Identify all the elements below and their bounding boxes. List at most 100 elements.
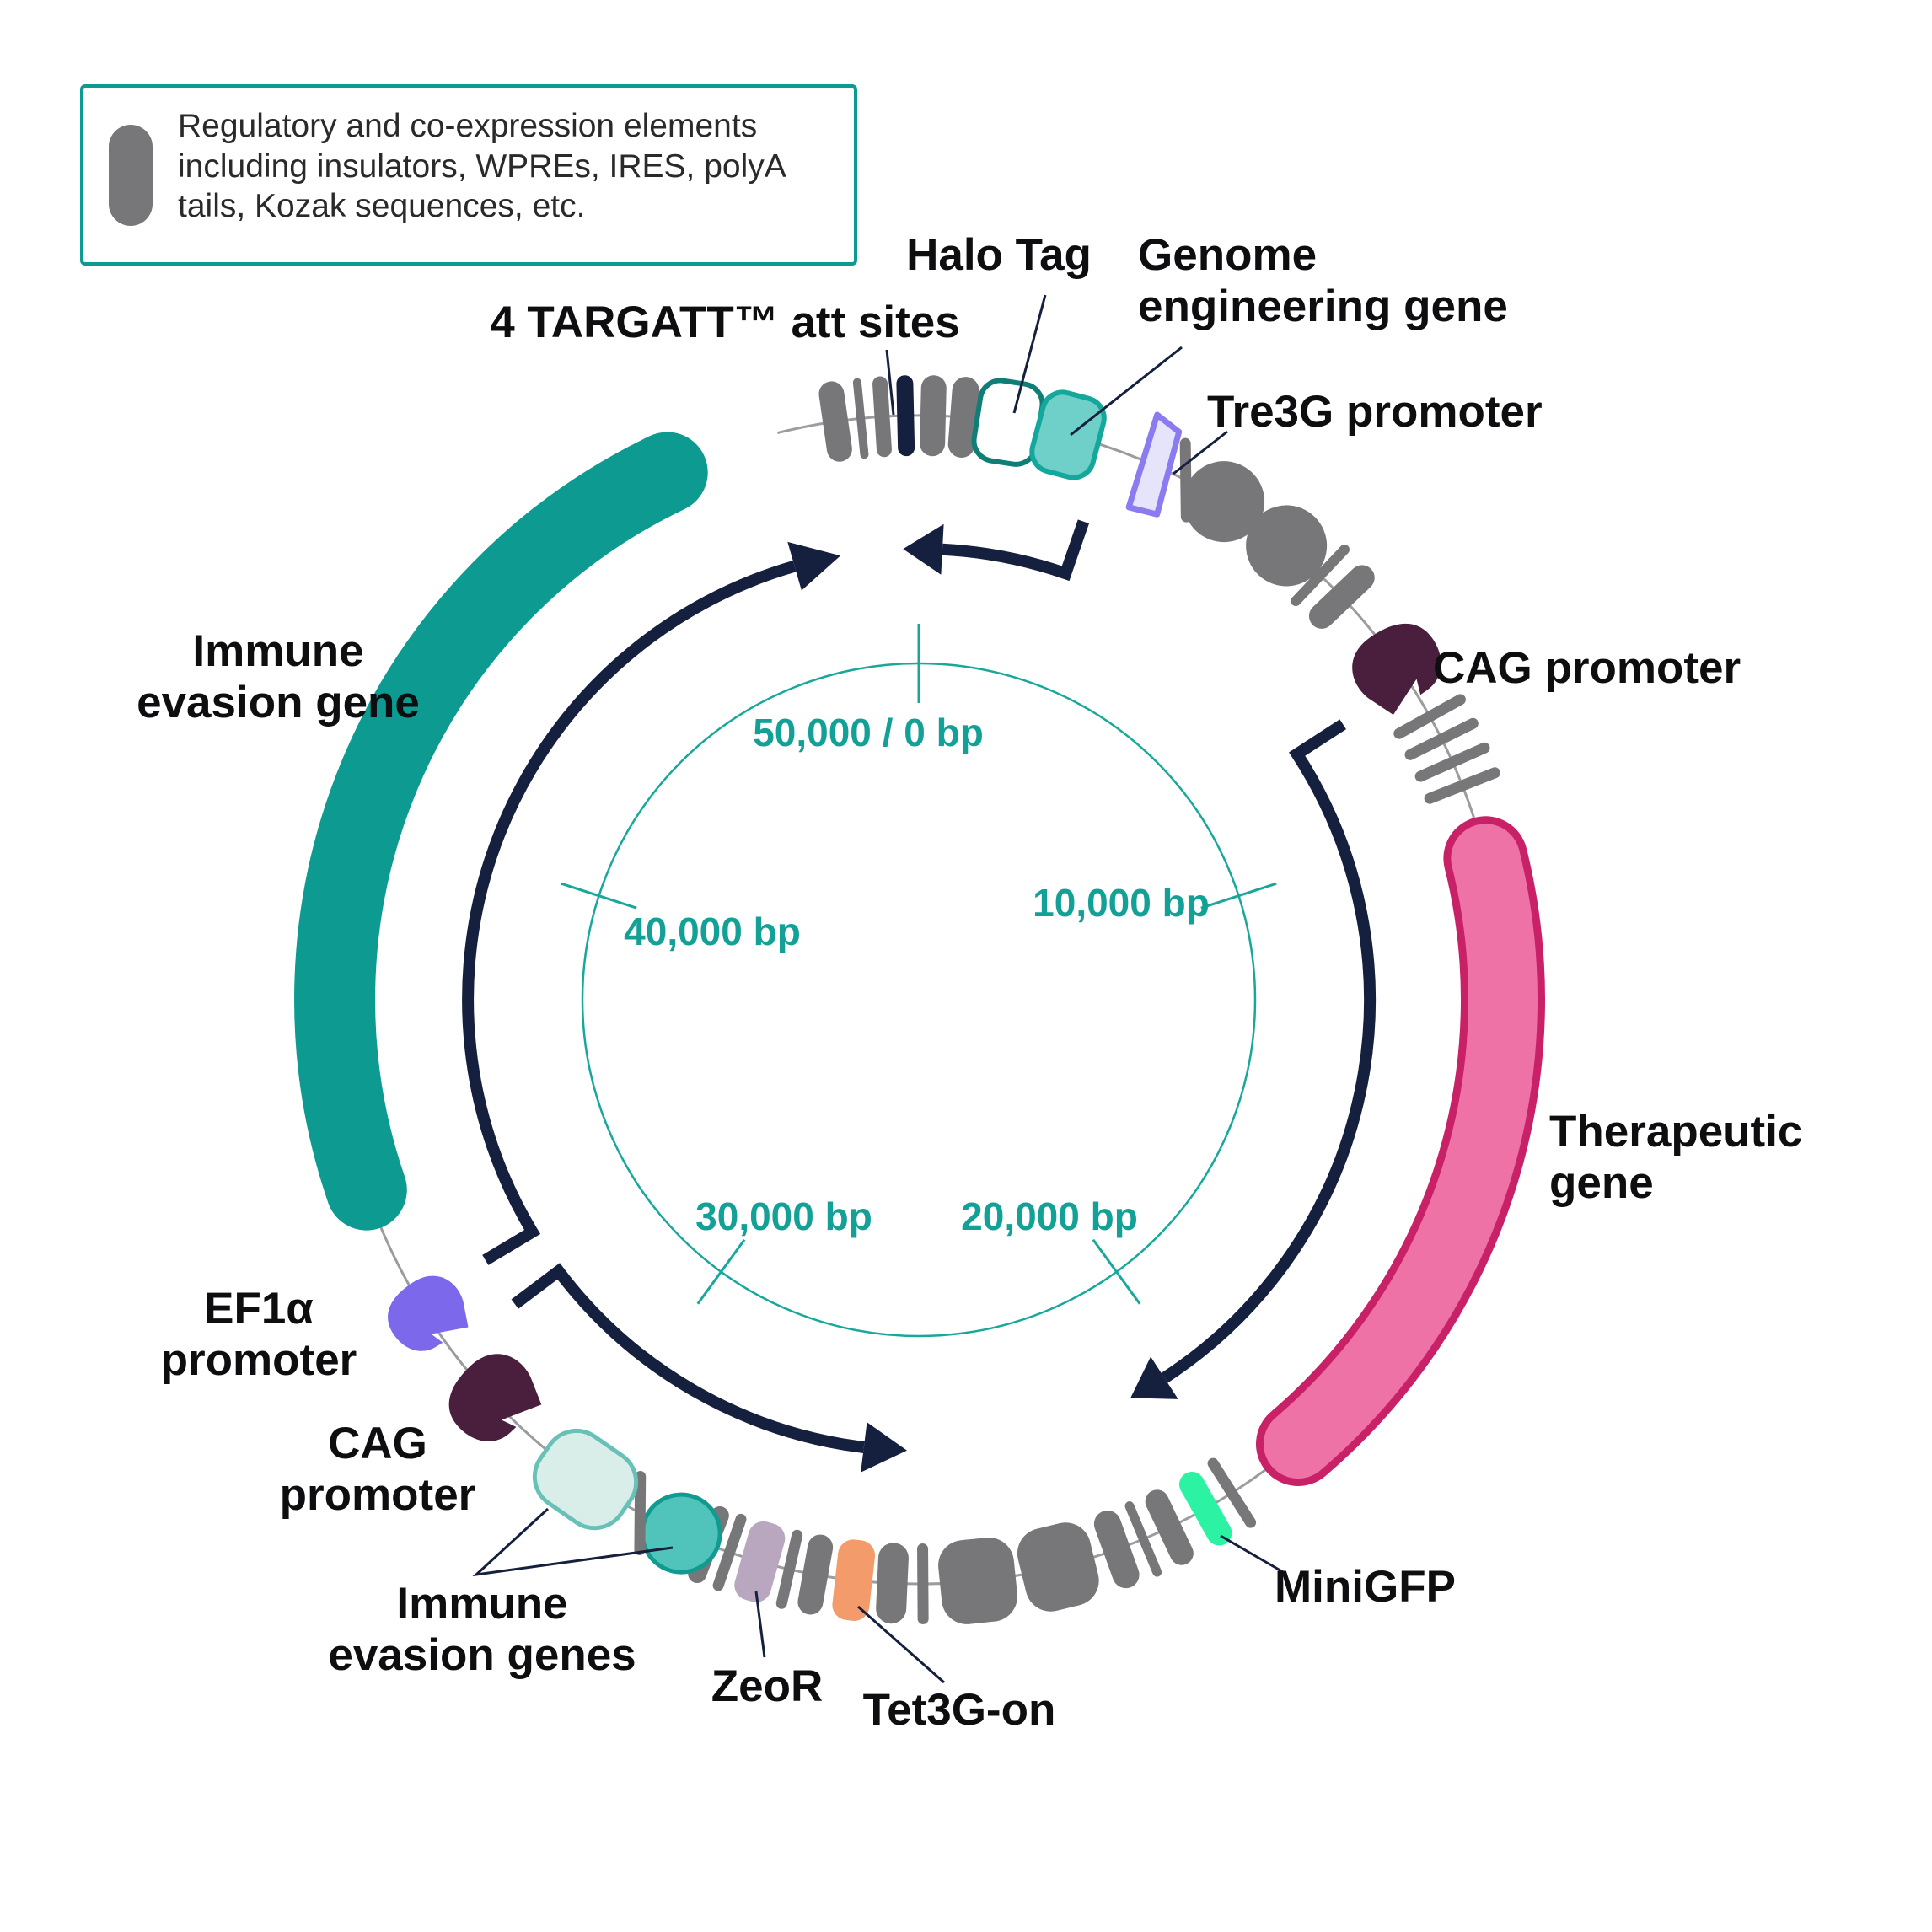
leader-tre3g <box>1173 430 1228 475</box>
separator-slash-shape <box>634 1471 647 1556</box>
zeor-element <box>734 1521 786 1602</box>
regulatory-element <box>917 1543 929 1624</box>
leader-immune-genes <box>472 1507 674 1577</box>
bp-scale-tick <box>1092 1238 1141 1305</box>
regulatory-element-shape <box>947 377 979 458</box>
transcription-arrow-tre3g <box>942 519 1090 582</box>
regulatory-element-shape <box>1017 1522 1099 1612</box>
immune-evasion-gene-element-shape <box>640 1492 722 1575</box>
regulatory-element <box>1308 565 1375 629</box>
tick-50000-label: 50,000 / 0 bp <box>753 711 984 754</box>
regulatory-element <box>1393 694 1466 739</box>
transcription-arrow-bottom <box>511 1263 865 1453</box>
cag-promoter-l-label: CAG promoter <box>279 1419 476 1521</box>
zeor-label: ZeoR <box>711 1661 824 1711</box>
regulatory-element <box>920 375 947 457</box>
halo-tag-label: Halo Tag <box>906 230 1092 280</box>
regulatory-element-shape <box>1093 1510 1140 1589</box>
bp-scale-tick <box>561 882 637 910</box>
regulatory-element <box>1424 767 1500 804</box>
therapeutic-gene-arc <box>1264 824 1538 1479</box>
transcription-arrow-right <box>1161 719 1377 1383</box>
regulatory-element <box>1207 1457 1257 1528</box>
regulatory-element <box>876 1543 909 1624</box>
att-site-element-shape <box>896 375 915 457</box>
regulatory-element-shape <box>1183 461 1265 543</box>
genome-gene-label: Genome engineering gene <box>1138 230 1508 332</box>
genome-engineering-gene-element <box>1029 389 1107 480</box>
tre3g-promoter-element <box>1125 411 1183 518</box>
leader-genome-gene <box>1070 346 1183 437</box>
regulatory-element-shape <box>1414 742 1490 782</box>
regulatory-element <box>947 377 979 458</box>
separator-slash <box>634 1471 647 1556</box>
regulatory-element-shape <box>876 1543 909 1624</box>
regulatory-element <box>1246 505 1328 587</box>
immune-gene-label: Immune evasion gene <box>137 626 420 728</box>
regulatory-element-shape <box>1145 1489 1194 1565</box>
regulatory-element-shape <box>1291 544 1350 606</box>
tick-20000-label: 20,000 bp <box>961 1194 1138 1238</box>
regulatory-element <box>1145 1489 1194 1565</box>
zeor-element-shape <box>734 1521 786 1602</box>
genome-engineering-gene-element-shape <box>1029 389 1107 480</box>
regulatory-element <box>938 1538 1017 1624</box>
tre3g-promoter-element-shape <box>1125 411 1183 518</box>
cag-promoter-element-shape <box>448 1354 542 1441</box>
ef1a-promoter-element <box>388 1275 469 1351</box>
transcription-arrow-left <box>462 560 797 1265</box>
regulatory-element-pill-icon <box>109 125 153 226</box>
cag-promoter-element-shape <box>1352 623 1441 715</box>
cag-promoter-element <box>448 1354 542 1441</box>
minigfp-label: MiniGFP <box>1275 1562 1456 1612</box>
leader-halo-tag <box>1012 294 1047 414</box>
regulatory-element <box>1404 717 1479 760</box>
regulatory-element-shape <box>1207 1457 1257 1528</box>
leader-att-sites <box>885 349 895 416</box>
regulatory-element-shape <box>1393 694 1466 739</box>
regulatory-element <box>1183 461 1265 543</box>
minigfp-element-shape <box>1178 1472 1232 1546</box>
therapeutic-gene-label: Therapeutic gene <box>1549 1107 1803 1209</box>
ef1a-promoter-label: EF1α promoter <box>160 1284 357 1386</box>
regulatory-element-shape <box>1124 1501 1162 1577</box>
tet3g-on-element <box>832 1539 876 1621</box>
regulatory-element-shape <box>712 1513 747 1591</box>
bp-scale-tick <box>1200 882 1277 910</box>
immune-evasion-gene-element-shape <box>532 1428 639 1531</box>
regulatory-element-shape <box>1308 565 1375 629</box>
regulatory-element-shape <box>775 1529 803 1609</box>
regulatory-element <box>1414 742 1490 782</box>
leader-tet3g-on <box>857 1605 945 1684</box>
cag-promoter-r-label: CAG promoter <box>1433 643 1741 693</box>
regulatory-element <box>1124 1501 1162 1577</box>
minigfp-element <box>1178 1472 1232 1546</box>
regulatory-element <box>872 376 892 458</box>
regulatory-element-shape <box>1424 767 1500 804</box>
leader-zeor <box>754 1591 766 1658</box>
regulatory-element <box>1093 1510 1140 1589</box>
tick-30000-label: 30,000 bp <box>695 1194 872 1238</box>
regulatory-element-shape <box>852 378 869 459</box>
transcription-arrow-bottom-head <box>861 1422 907 1473</box>
regulatory-element-shape <box>938 1538 1017 1624</box>
regulatory-element <box>1017 1522 1099 1612</box>
immune-evasion-gene-element <box>532 1428 639 1531</box>
ring-connector <box>776 414 1482 840</box>
regulatory-element <box>1291 544 1350 606</box>
ef1a-promoter-element-shape <box>388 1275 469 1351</box>
transcription-arrow-tre3g-head <box>903 523 944 575</box>
bp-scale-circle <box>581 662 1257 1338</box>
regulatory-element <box>775 1529 803 1609</box>
regulatory-element-shape <box>1246 505 1328 587</box>
regulatory-element <box>852 378 869 459</box>
att-site-element <box>896 375 915 457</box>
immune-evasion-gene-element <box>640 1492 722 1575</box>
cag-promoter-element <box>1352 623 1441 715</box>
regulatory-element <box>818 381 852 462</box>
tet3g-on-element-shape <box>832 1539 876 1621</box>
regulatory-element <box>797 1534 834 1615</box>
regulatory-element-shape <box>797 1534 834 1615</box>
